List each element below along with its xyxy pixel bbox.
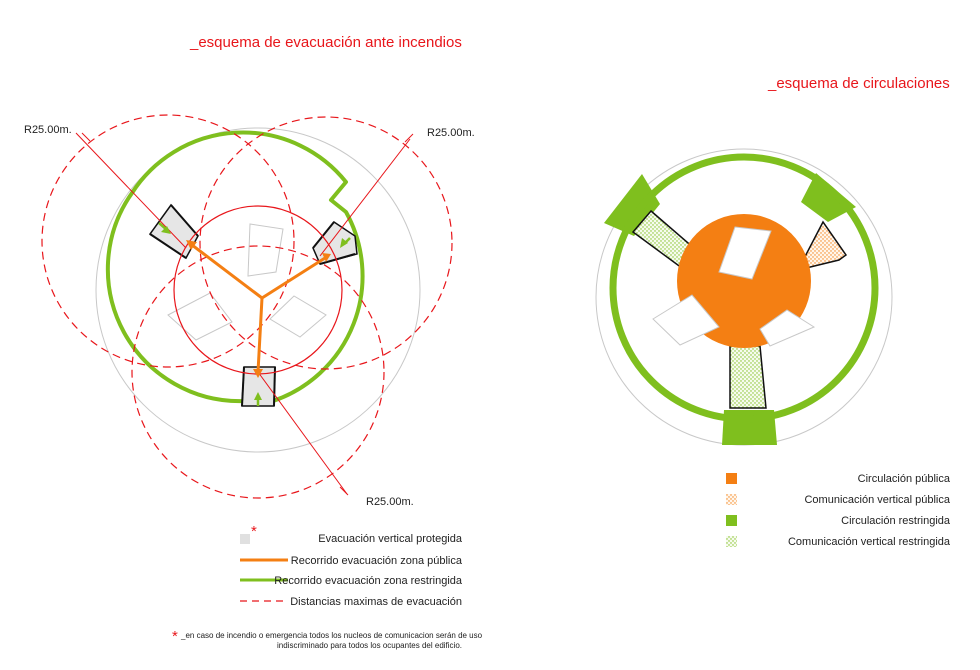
radius-lines bbox=[75, 132, 411, 495]
evacuation-title: _esquema de evacuación ante incendios bbox=[189, 34, 462, 51]
legend-swatch-public-circulation bbox=[726, 473, 737, 484]
evacuation-distance-circles bbox=[41, 114, 453, 499]
public-circulation-disc bbox=[677, 214, 811, 348]
legend-label-protected-core: Evacuación vertical protegida bbox=[318, 533, 463, 545]
legend-label-restricted-circulation: Circulación restringida bbox=[841, 515, 951, 527]
radius-label-right: R25.00m. bbox=[427, 127, 475, 139]
public-core-right bbox=[796, 220, 848, 272]
evacuation-footnote: * _en caso de incendio o emergencia todo… bbox=[172, 628, 483, 650]
distance-circle-right bbox=[199, 116, 453, 370]
legend-label-public-vertical: Comunicación vertical pública bbox=[804, 494, 950, 506]
legend-swatch-protected-core bbox=[240, 534, 250, 544]
restricted-core-bottom bbox=[729, 345, 767, 409]
circulation-legend: Circulación pública Comunicación vertica… bbox=[726, 473, 951, 548]
footnote-line-2: indiscriminado para todos los ocupantes … bbox=[277, 641, 462, 650]
public-evacuation-path bbox=[190, 243, 327, 374]
protected-cores bbox=[148, 203, 358, 407]
circulation-title: _esquema de circulaciones bbox=[767, 75, 950, 92]
restricted-zone-outline bbox=[105, 130, 365, 404]
legend-label-max-distance: Distancias maximas de evacuación bbox=[290, 596, 462, 608]
restricted-evacuation-arrows bbox=[158, 222, 351, 406]
legend-asterisk: * bbox=[251, 523, 257, 540]
evacuation-diagram: _esquema de evacuación ante incendios bbox=[24, 34, 483, 650]
footnote-asterisk: * bbox=[172, 628, 178, 645]
inner-voids bbox=[167, 223, 327, 341]
building-outline bbox=[95, 127, 421, 453]
legend-swatch-public-vertical bbox=[726, 494, 737, 505]
legend-label-public-circulation: Circulación pública bbox=[858, 473, 951, 485]
public-evacuation-arrows bbox=[186, 240, 331, 378]
circulation-diagram: _esquema de circulaciones Circul bbox=[595, 75, 951, 548]
radius-ticks bbox=[81, 132, 414, 496]
evacuation-legend: * Evacuación vertical protegida Recorrid… bbox=[240, 523, 463, 608]
footnote-line-1: _en caso de incendio o emergencia todos … bbox=[180, 631, 483, 640]
radius-label-left: R25.00m. bbox=[24, 124, 72, 136]
distance-circle-bottom bbox=[131, 245, 385, 499]
legend-label-restricted-vertical: Comunicación vertical restringida bbox=[788, 536, 951, 548]
legend-label-public-path: Recorrido evacuación zona pública bbox=[291, 555, 463, 567]
circulation-voids bbox=[652, 226, 816, 347]
legend-label-restricted-path: Recorrido evacuación zona restringida bbox=[274, 575, 463, 587]
legend-swatch-restricted-circulation bbox=[726, 515, 737, 526]
legend-swatch-restricted-vertical bbox=[726, 536, 737, 547]
radius-label-bottom: R25.00m. bbox=[366, 496, 414, 508]
restricted-circulation-ring bbox=[609, 153, 879, 423]
distance-circle-left bbox=[41, 114, 295, 368]
